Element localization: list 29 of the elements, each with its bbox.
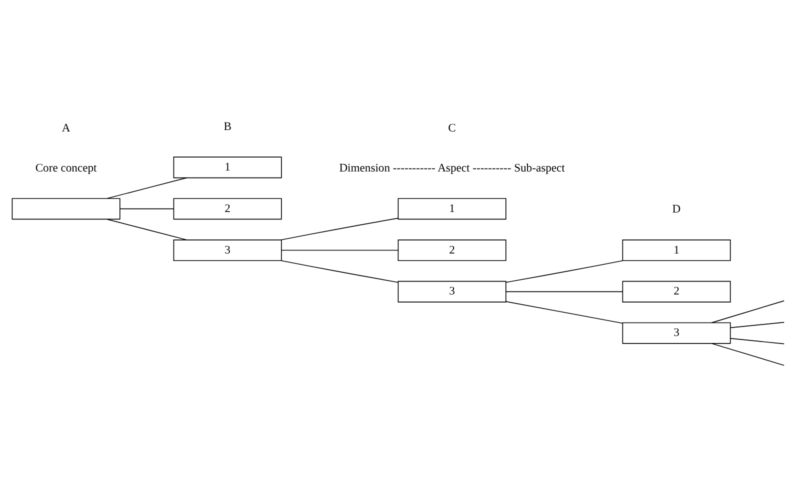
connector	[280, 218, 398, 240]
node-box: 2	[173, 198, 282, 220]
label: C	[448, 122, 456, 135]
node-box: 3	[622, 322, 731, 344]
connector	[120, 208, 174, 210]
connector	[281, 250, 399, 251]
node-box: 3	[398, 280, 506, 302]
label: A	[62, 122, 70, 135]
node-box	[12, 198, 120, 220]
label: Dimension ----------- Aspect ---------- Sub-aspect	[339, 161, 565, 174]
label: D	[672, 202, 681, 216]
node-box: 2	[622, 280, 731, 302]
connector	[106, 218, 188, 240]
node-box: 1	[398, 198, 506, 220]
connector	[106, 177, 188, 199]
connector	[506, 301, 624, 324]
connector	[711, 343, 784, 366]
label: B	[224, 120, 232, 133]
connector	[730, 322, 785, 328]
node-box: 1	[173, 156, 282, 178]
node-box: 2	[398, 239, 506, 262]
connector	[506, 291, 624, 292]
connector	[280, 260, 398, 283]
connector	[506, 260, 624, 283]
node-box: 3	[173, 239, 282, 262]
connector	[730, 338, 785, 344]
label: Core concept	[35, 161, 97, 174]
connector	[711, 300, 784, 324]
node-box: 1	[622, 239, 731, 262]
